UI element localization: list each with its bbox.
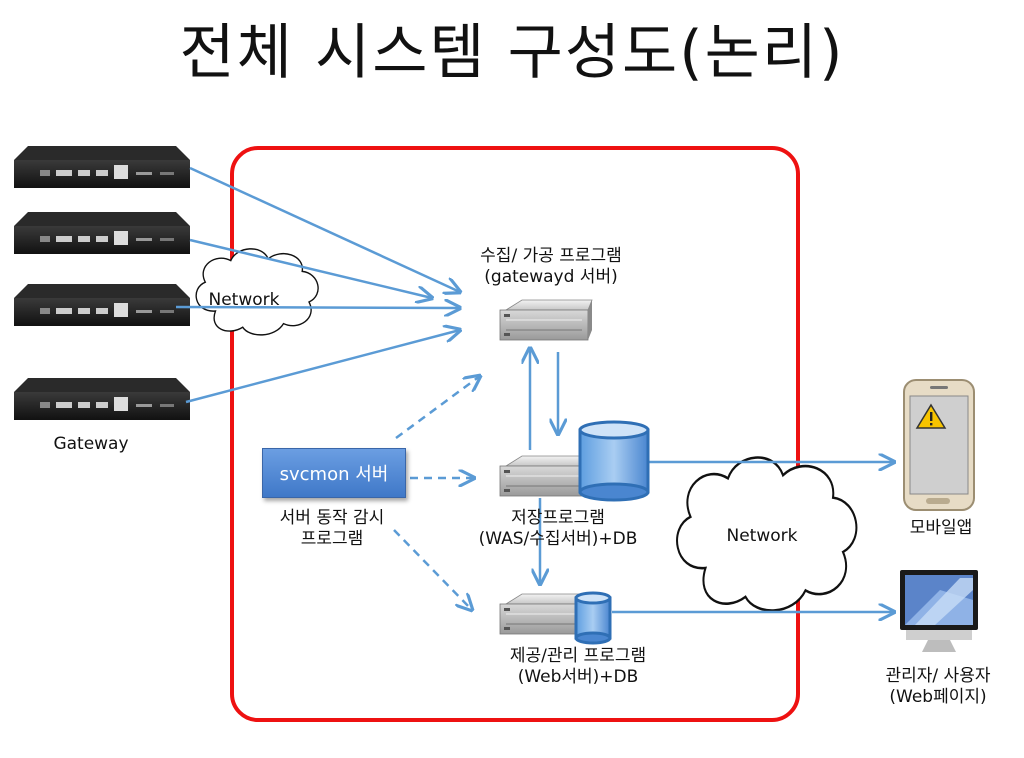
gateway-device-icon xyxy=(14,212,190,254)
page-title: 전체 시스템 구성도(논리) xyxy=(179,18,845,88)
monitor-program-label: 서버 동작 감시 프로그램 xyxy=(250,508,414,550)
gateway-arrow xyxy=(189,166,460,292)
collector-label: 수집/ 가공 프로그램 (gatewayd 서버) xyxy=(446,246,656,288)
service-label-line1: 제공/관리 프로그램 xyxy=(509,646,647,666)
admin-label: 관리자/ 사용자 (Web페이지) xyxy=(858,666,1018,708)
monitor-program-label-line2: 프로그램 xyxy=(300,529,364,549)
gateway-arrow xyxy=(189,238,432,298)
server-icon xyxy=(499,299,593,341)
collector-label-line1: 수집/ 가공 프로그램 xyxy=(480,246,622,266)
warning-icon xyxy=(915,403,947,429)
server-icon xyxy=(499,455,593,497)
monitor-collector-arrow xyxy=(395,376,480,440)
storage-label-line1: 저장프로그램 xyxy=(511,508,605,528)
gateway-label: Gateway xyxy=(53,434,129,454)
smartphone-icon xyxy=(903,379,975,511)
service-label-line2: (Web서버)+DB xyxy=(517,667,639,687)
database-icon xyxy=(574,591,612,645)
network-left-label: Network xyxy=(208,290,280,310)
service-label: 제공/관리 프로그램 (Web서버)+DB xyxy=(478,646,678,688)
gateway-arrow xyxy=(175,307,460,308)
network-right-label: Network xyxy=(726,526,798,546)
mobile-app-label: 모바일앱 xyxy=(909,518,973,538)
monitor-service-arrow xyxy=(393,529,472,610)
gateway-device-icon xyxy=(14,284,190,326)
gateway-device-icon xyxy=(14,378,190,420)
storage-label-line2: (WAS/수집서버)+DB xyxy=(478,529,638,549)
gateway-arrow xyxy=(185,330,460,404)
system-boundary xyxy=(230,146,800,722)
svcmon-server-box: svcmon 서버 xyxy=(262,448,406,498)
monitor-program-label-line1: 서버 동작 감시 xyxy=(279,508,385,528)
gateway-device-icon xyxy=(14,146,190,188)
admin-label-line1: 관리자/ 사용자 xyxy=(885,666,991,686)
admin-label-line2: (Web페이지) xyxy=(889,687,987,707)
database-icon xyxy=(578,420,650,502)
storage-label: 저장프로그램 (WAS/수집서버)+DB xyxy=(458,508,658,550)
collector-label-line2: (gatewayd 서버) xyxy=(484,267,618,287)
monitor-icon xyxy=(900,570,978,652)
